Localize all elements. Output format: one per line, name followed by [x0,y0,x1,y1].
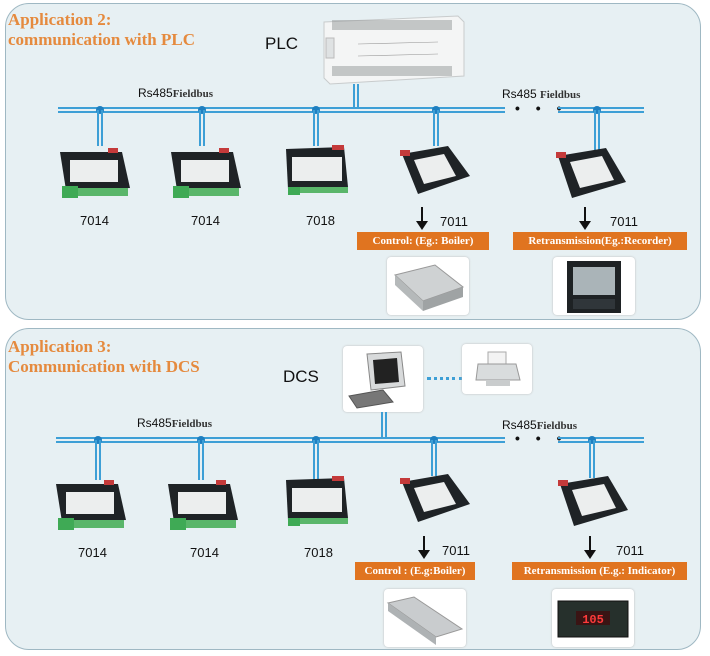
module-7014-icon [56,480,126,530]
rs485-bus-left [58,107,505,113]
rs485-bus-right [558,437,644,443]
module-label: 7014 [80,213,109,228]
control-tag: Control : (E.g:Boiler) [355,562,475,580]
bus-node [312,106,320,114]
module-label: 7011 [442,543,470,558]
dcs-label: DCS [283,367,319,386]
title-line-2: communication with PLC [8,30,195,49]
bus-drop [433,110,439,146]
boiler-icon [393,264,465,311]
rs485-bus-left [56,437,505,443]
module-label: 7011 [616,543,644,558]
module-label: 7011 [440,214,468,229]
recorder-photo [553,257,635,315]
module-label: 7018 [306,213,335,228]
plc-icon [323,15,465,85]
control-tag: Control: (Eg.: Boiler) [357,232,489,250]
bus-node [430,436,438,444]
module-label: 7018 [304,545,333,560]
indicator-display: 105 [582,613,604,627]
bus-label-right: Rs485 Fieldbus [502,87,581,101]
module-label: 7014 [190,545,219,560]
output-arrow [423,536,425,552]
module-7014-icon [60,148,130,198]
retransmission-tag: Retransmission (E.g.: Indicator) [512,562,687,580]
arrow-head-icon [416,221,428,230]
bus-node [588,436,596,444]
bus-node [96,106,104,114]
bus-drop [594,110,600,150]
plc-bus-drop [353,84,359,108]
printer-icon [475,351,521,386]
indicator-photo: 105 [552,589,634,647]
dotted-connection [427,377,463,380]
module-label: 7014 [191,213,220,228]
module-7011-icon [400,146,470,194]
module-label: 7014 [78,545,107,560]
computer-icon [348,351,406,409]
indicator-icon: 105 [557,600,629,638]
module-7014-icon [168,480,238,530]
title-line-1: Application 2: [8,10,112,29]
dcs-computer [343,346,423,412]
bus-label-right: Rs485Fieldbus [502,418,578,432]
bus-drop [431,440,437,476]
bus-node [94,436,102,444]
bus-drop [97,110,103,146]
module-7011-icon [400,474,470,522]
module-7014-icon [171,148,241,198]
bus-node [432,106,440,114]
arrow-head-icon [418,550,430,559]
boiler-photo [384,589,466,647]
bus-drop [95,440,101,480]
title-line-1: Application 3: [8,337,112,356]
title-line-2: Communication with DCS [8,357,200,376]
arrow-head-icon [579,221,591,230]
boiler-icon [386,596,464,645]
module-7018-icon [286,476,348,526]
module-7011-icon [556,148,626,198]
dcs-bus-drop [381,412,387,438]
output-arrow [584,207,586,223]
boiler-photo [387,257,469,315]
bus-ellipsis: • • • [515,430,568,446]
output-arrow [421,207,423,223]
arrow-head-icon [584,550,596,559]
output-arrow [589,536,591,552]
bus-node [593,106,601,114]
bus-node [198,106,206,114]
printer-photo [462,344,532,394]
bus-node [197,436,205,444]
bus-drop [313,440,319,480]
bus-label-left: Rs485Fieldbus [137,416,213,430]
module-7018-icon [286,145,348,195]
rs485-bus-right [558,107,644,113]
bus-drop [589,440,595,478]
plc-label: PLC [265,34,299,53]
application-3-title: Application 3: Communication with DCS [8,337,200,377]
module-label: 7011 [610,214,638,229]
bus-drop [198,440,204,480]
bus-ellipsis: • • • [515,100,568,116]
bus-drop [313,110,319,146]
recorder-icon [567,261,621,313]
bus-node [312,436,320,444]
retransmission-tag: Retransmission(Eg.:Recorder) [513,232,687,250]
module-7011-icon [558,476,628,526]
application-2-title: Application 2: communication with PLC [8,10,195,50]
bus-drop [199,110,205,146]
bus-label-left: Rs485Fieldbus [138,86,214,100]
